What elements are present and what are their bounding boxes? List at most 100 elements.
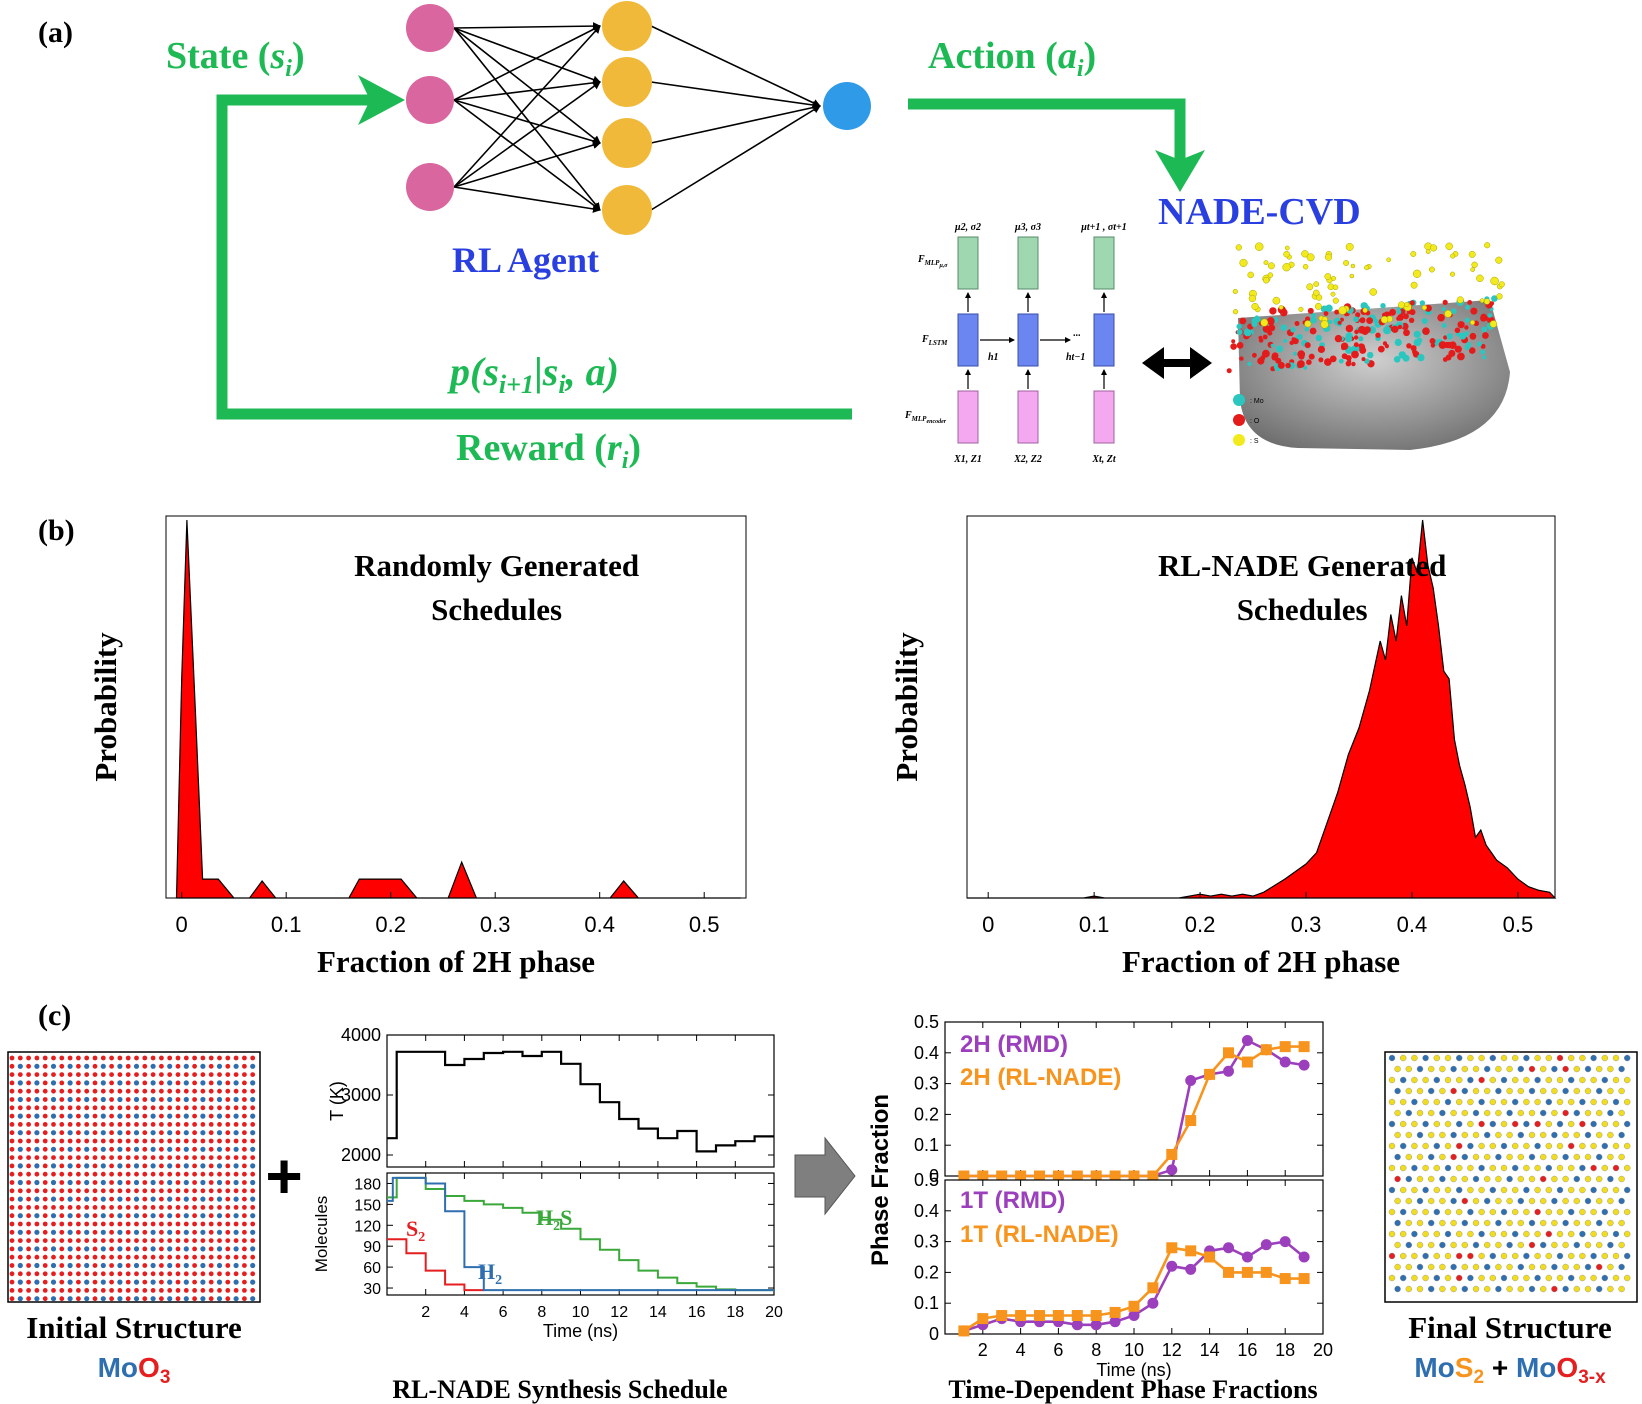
- lattice-atom: [109, 1055, 114, 1061]
- md-atom: [1391, 325, 1399, 333]
- lattice-atom: [51, 1105, 56, 1111]
- lattice-atom: [125, 1122, 131, 1127]
- md-atom: [1277, 361, 1285, 369]
- lattice-atom: [1472, 1087, 1480, 1095]
- lattice-atom: [109, 1196, 114, 1202]
- lattice-atom: [109, 1279, 114, 1285]
- lattice-atom: [1523, 1164, 1530, 1172]
- lattice-atom: [1500, 1230, 1508, 1238]
- lattice-atom: [84, 1146, 90, 1152]
- lattice-atom: [159, 1296, 164, 1302]
- lattice-atom: [200, 1279, 206, 1285]
- lattice-atom: [50, 1096, 57, 1103]
- lattice-atom: [67, 1238, 73, 1243]
- lattice-atom: [9, 1221, 15, 1227]
- md-atom: [1476, 341, 1482, 347]
- lattice-atom: [150, 1138, 156, 1144]
- lattice-atom: [175, 1205, 181, 1210]
- lattice-atom: [1405, 1241, 1413, 1249]
- data-point: [1147, 1170, 1159, 1182]
- lattice-atom: [1601, 1164, 1609, 1172]
- lattice-atom: [133, 1113, 140, 1119]
- lattice-atom: [34, 1288, 40, 1293]
- lattice-atom: [183, 1146, 189, 1152]
- y-axis-label: Probability: [889, 632, 924, 782]
- lattice-atom: [9, 1188, 15, 1194]
- lattice-atom: [1427, 1087, 1435, 1095]
- y-tick-label: 0.5: [914, 1170, 939, 1190]
- lattice-atom: [125, 1246, 131, 1252]
- lattice-atom: [76, 1055, 81, 1061]
- lattice-atom: [133, 1279, 140, 1285]
- lattice-atom: [92, 1180, 98, 1185]
- md-atom: [1262, 325, 1271, 333]
- x-tick-label: 0.5: [1503, 912, 1534, 937]
- data-point: [958, 1170, 970, 1182]
- lattice-atom: [59, 1146, 65, 1152]
- lattice-atom: [200, 1163, 206, 1169]
- lattice-atom: [142, 1238, 148, 1243]
- x-tick-label: 14: [1200, 1340, 1220, 1360]
- lattice-atom: [59, 1229, 65, 1235]
- lattice-atom: [183, 1155, 189, 1160]
- lattice-atom: [1517, 1153, 1525, 1161]
- lattice-atom: [250, 1205, 256, 1210]
- lattice-atom: [42, 1105, 48, 1111]
- lattice-atom: [26, 1271, 31, 1277]
- lattice-atom: [150, 1221, 156, 1227]
- lattice-atom: [1500, 1142, 1508, 1150]
- lattice-atom: [1422, 1098, 1429, 1106]
- lattice-atom: [1388, 1098, 1396, 1106]
- lattice-atom: [17, 1163, 23, 1169]
- x-tick-label: 2: [978, 1340, 988, 1360]
- x-tick-label: 8: [537, 1304, 546, 1321]
- lattice-atom: [1567, 1252, 1575, 1260]
- lattice-atom: [1495, 1153, 1502, 1161]
- lattice-atom: [76, 1288, 81, 1293]
- lattice-atom: [1584, 1241, 1592, 1249]
- lattice-atom: [142, 1080, 148, 1086]
- lattice-atom: [76, 1130, 81, 1136]
- lattice-atom: [42, 1180, 48, 1185]
- lattice-atom: [1623, 1274, 1631, 1282]
- lattice-atom: [34, 1155, 40, 1160]
- lattice-atom: [34, 1188, 40, 1194]
- panel-a-label: (a): [38, 16, 73, 49]
- lattice-atom: [1556, 1230, 1564, 1238]
- lattice-atom: [1623, 1076, 1631, 1084]
- nn-edge: [453, 99, 601, 145]
- data-point: [1071, 1310, 1083, 1322]
- lattice-atom: [1399, 1164, 1407, 1172]
- lattice-atom: [133, 1179, 140, 1186]
- initial-structure-frame: [7, 1051, 261, 1303]
- lattice-atom: [1612, 1252, 1620, 1260]
- lattice-atom: [100, 1055, 106, 1061]
- lattice-atom: [1511, 1230, 1519, 1238]
- lattice-atom: [9, 1213, 15, 1219]
- lattice-atom: [1439, 1285, 1446, 1293]
- lattice-atom: [216, 1063, 223, 1069]
- lattice-atom: [175, 1122, 181, 1127]
- lattice-atom: [150, 1130, 156, 1136]
- x-tick-label: 6: [1053, 1340, 1063, 1360]
- md-sulfur-atom: [1412, 269, 1422, 278]
- lattice-atom: [1562, 1197, 1569, 1205]
- lattice-atom: [242, 1130, 247, 1136]
- data-point: [1128, 1300, 1140, 1312]
- lattice-atom: [1618, 1131, 1625, 1139]
- lattice-atom: [1506, 1219, 1513, 1227]
- lattice-atom: [1584, 1197, 1592, 1205]
- lattice-atom: [1405, 1065, 1413, 1073]
- lattice-atom: [50, 1279, 57, 1285]
- lattice-atom: [216, 1163, 223, 1169]
- lattice-atom: [34, 1072, 40, 1077]
- lattice-atom: [183, 1196, 189, 1202]
- lattice-atom: [67, 1196, 73, 1202]
- schedule-caption: RL-NADE Synthesis Schedule: [392, 1375, 727, 1404]
- mlp-output-block: [1017, 236, 1039, 290]
- lattice-atom: [1467, 1208, 1474, 1216]
- md-sulfur-atom: [1248, 294, 1257, 303]
- input-neuron: [406, 76, 454, 124]
- lattice-atom: [1612, 1142, 1620, 1150]
